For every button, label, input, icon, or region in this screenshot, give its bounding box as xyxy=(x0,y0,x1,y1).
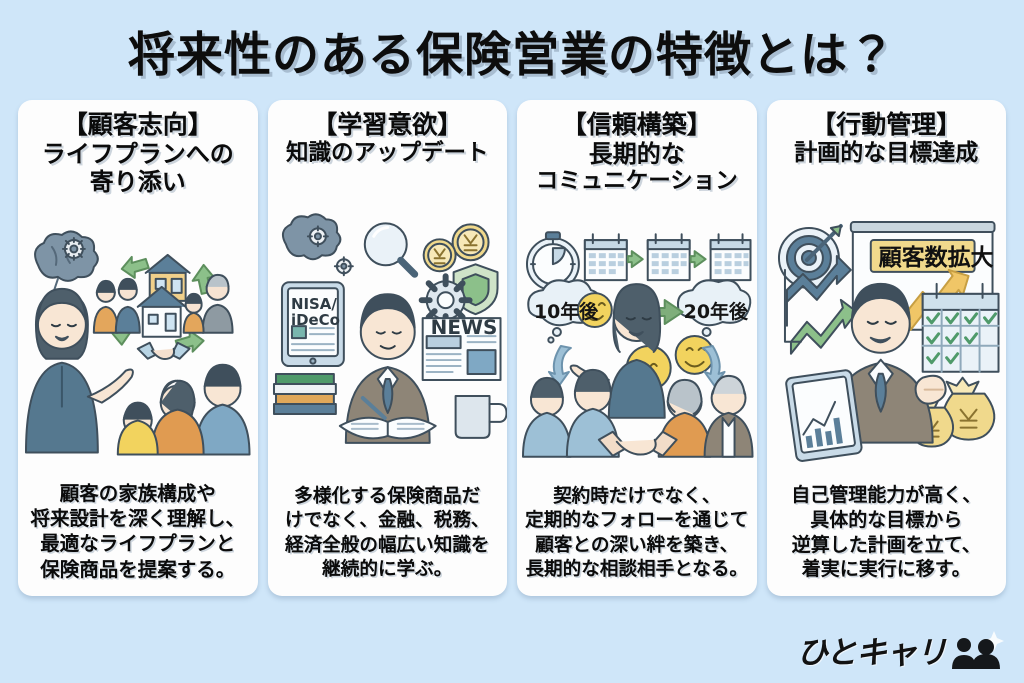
brand-logo-text: ひとキャリ xyxy=(796,635,947,671)
illustration-long-term-relationship: 10年後 20年後 xyxy=(517,198,757,481)
card-body-line: 経済全般の幅広い知識を xyxy=(284,534,490,556)
card-heading-line: 知識のアップデート xyxy=(285,139,489,166)
elderly-group xyxy=(182,274,234,334)
card-heading-line: 長期的な xyxy=(588,139,685,168)
target-dartboard-icon xyxy=(777,223,843,289)
illustration-advisor-lifeplan-cycle xyxy=(18,200,258,477)
card-body-line: 定期的なフォローを通じて xyxy=(525,510,749,532)
card-action-management[interactable]: 【行動管理】 計画的な目標達成 xyxy=(766,100,1007,596)
illustration-goal-achievement: 顧客数拡大 xyxy=(767,171,1007,480)
card-body: 自己管理能力が高く、 具体的な目標から 逆算した計画を立て、 着実に実行に移す。 xyxy=(767,479,1007,596)
card-body-line: 多様化する保険商品だ xyxy=(294,486,481,508)
card-body-line: 最適なライフプランと xyxy=(40,532,236,556)
card-heading-line: 【学習意欲】 xyxy=(312,110,463,139)
card-heading-line: 【顧客志向】 xyxy=(62,110,213,139)
trend-arrow-icon xyxy=(783,254,858,355)
sparkle-icon xyxy=(984,631,1004,651)
house-icon xyxy=(136,285,187,338)
green-arrow-icon xyxy=(689,250,707,269)
house-icon xyxy=(144,254,191,302)
card-heading: 【学習意欲】 知識のアップデート xyxy=(268,100,508,170)
card-body-line: 契約時だけでなく、 xyxy=(553,486,721,508)
handshake-icon xyxy=(136,341,191,361)
stopwatch-icon xyxy=(525,231,580,292)
card-learning-motivation[interactable]: 【学習意欲】 知識のアップデート xyxy=(267,100,508,596)
banner xyxy=(869,238,976,273)
card-customer-orientation[interactable]: 【顧客志向】 ライフプランへの 寄り添い xyxy=(18,100,258,596)
checklist-calendar-icon xyxy=(921,282,1000,373)
card-heading: 【顧客志向】 ライフプランへの 寄り添い xyxy=(18,100,258,200)
card-heading-line: ライフプランへの xyxy=(41,139,234,168)
page-title-area: 将来性のある保険営業の特徴とは？ xyxy=(0,0,1024,100)
card-body-line: 自己管理能力が高く、 xyxy=(791,484,982,507)
male-businessman xyxy=(784,282,947,462)
card-body-line: 長期的な相談相手となる。 xyxy=(525,558,749,580)
person-silhouette xyxy=(972,639,1000,669)
curved-arrow-icon xyxy=(701,345,726,388)
card-body: 多様化する保険商品だ けでなく、金融、税務、 経済全般の幅広い知識を 継続的に学… xyxy=(268,481,508,596)
male-student xyxy=(338,293,437,444)
cards-row: 【顧客志向】 ライフプランへの 寄り添い xyxy=(0,100,1024,596)
card-heading-line: 【信頼構築】 xyxy=(561,110,712,139)
person-silhouette xyxy=(952,638,976,669)
card-heading: 【信頼構築】 長期的な コミュニケーション xyxy=(517,100,757,198)
couple-group xyxy=(92,278,141,334)
card-body-line: 顧客との深い絆を築き、 xyxy=(535,534,739,556)
card-body: 契約時だけでなく、 定期的なフォローを通じて 顧客との深い絆を築き、 長期的な相… xyxy=(517,481,757,596)
newspaper-icon xyxy=(421,317,502,382)
yen-coin-icon xyxy=(422,223,490,273)
customer-group xyxy=(521,369,754,459)
card-body-line: 具体的な目標から xyxy=(810,508,963,531)
tablet-label: iDeCo xyxy=(290,311,339,329)
illustration-studying-businessman: NISA/ iDeCo NEWS xyxy=(268,170,508,481)
card-heading-line: 計画的な目標達成 xyxy=(794,139,979,166)
bubble-label-left: 10年後 xyxy=(534,300,599,323)
female-advisor xyxy=(24,287,134,454)
card-body-line: けでなく、金融、税務、 xyxy=(284,510,490,532)
calendar-icon xyxy=(646,233,691,282)
brain-gear-icon xyxy=(281,213,354,277)
card-heading-line: 【行動管理】 xyxy=(811,110,962,139)
book-stack-icon xyxy=(272,373,337,415)
brain-gear-icon xyxy=(34,230,99,292)
magnifier-icon xyxy=(363,222,418,278)
card-heading-line: コミュニケーション xyxy=(535,167,738,194)
card-body-line: 保険商品を提案する。 xyxy=(40,557,236,581)
card-body-line: 将来設計を深く理解し、 xyxy=(30,506,245,530)
card-body-line: 逆算した計画を立て、 xyxy=(791,533,981,556)
family-group xyxy=(116,363,251,456)
green-arrow-icon xyxy=(626,250,644,269)
card-body: 顧客の家族構成や 将来設計を深く理解し、 最適なライフプランと 保険商品を提案す… xyxy=(18,477,258,596)
tablet-label: NISA/ xyxy=(290,295,336,313)
smiley-icon xyxy=(576,292,613,329)
card-body-line: 継続的に学ぶ。 xyxy=(322,558,453,580)
tablet-icon xyxy=(280,281,345,368)
card-body-line: 顧客の家族構成や xyxy=(59,481,216,505)
logo-people-mark xyxy=(952,631,1004,669)
curved-arrow-icon xyxy=(547,345,572,388)
handshake-icon xyxy=(597,431,678,458)
newspaper-label: NEWS xyxy=(430,315,497,339)
banner-label: 顧客数拡大 xyxy=(878,244,993,271)
card-heading-line: 寄り添い xyxy=(89,167,186,196)
card-heading: 【行動管理】 計画的な目標達成 xyxy=(767,100,1007,171)
page-title: 将来性のある保険営業の特徴とは？ xyxy=(128,27,896,83)
female-advisor xyxy=(569,283,666,420)
card-body-line: 着実に実行に移す。 xyxy=(801,558,971,581)
brand-logo[interactable]: ひとキャリ xyxy=(797,629,1006,669)
coffee-mug-icon xyxy=(454,395,507,439)
card-trust-building[interactable]: 【信頼構築】 長期的な コミュニケーション xyxy=(517,100,757,596)
calendar-icon xyxy=(709,233,752,282)
bubble-label-right: 20年後 xyxy=(684,300,749,323)
calendar-icon xyxy=(583,233,628,282)
smiley-icon xyxy=(674,335,715,376)
